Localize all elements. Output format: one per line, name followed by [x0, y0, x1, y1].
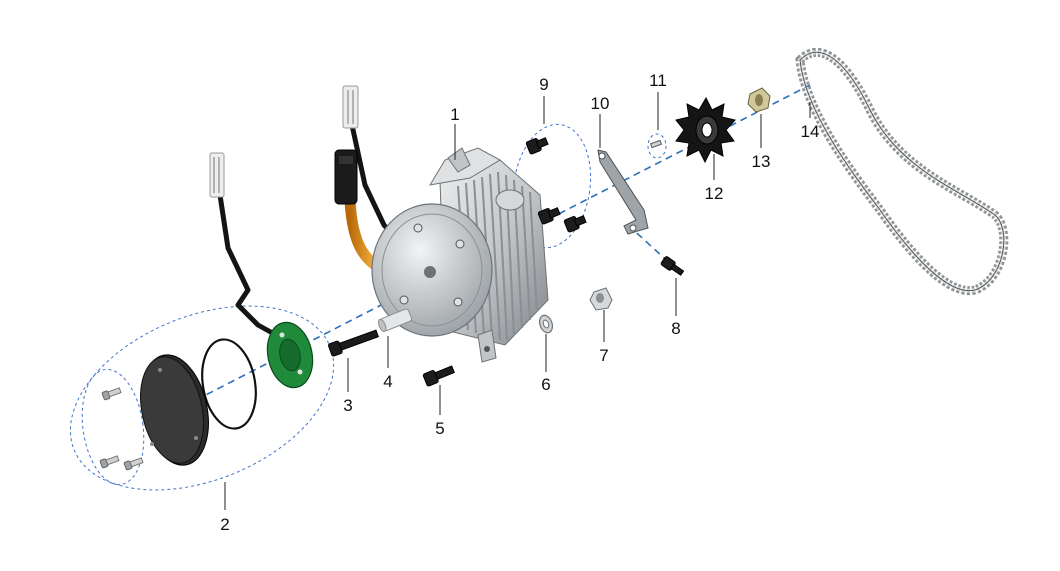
- callout-13: 13: [752, 152, 771, 171]
- screws-group-ring: [81, 368, 145, 486]
- sprocket-nut: [747, 87, 771, 113]
- end-cover-plate: [140, 354, 209, 466]
- drive-chain: [795, 47, 1009, 296]
- bracket-bolts: [525, 137, 587, 233]
- spacer-sleeve: [377, 308, 413, 333]
- bolt-5: [422, 365, 455, 387]
- callout-14: 14: [801, 122, 820, 141]
- o-ring-seal: [201, 338, 257, 430]
- drive-sprocket: [675, 96, 736, 164]
- bracket-screw: [660, 256, 685, 276]
- callout-12: 12: [705, 184, 724, 203]
- nut: [589, 287, 613, 311]
- callout-6: 6: [541, 375, 550, 394]
- hall-sensor-pcb: [266, 321, 314, 389]
- callout-11: 11: [649, 71, 667, 90]
- leader-lines: [224, 92, 811, 510]
- callout-8: 8: [671, 319, 680, 338]
- long-bolt: [328, 329, 379, 357]
- callout-10: 10: [591, 94, 610, 113]
- key-group-ring: [647, 133, 667, 159]
- callout-2: 2: [220, 515, 229, 534]
- cover-screws: [99, 387, 144, 471]
- callout-7: 7: [599, 346, 608, 365]
- callout-1: 1: [450, 105, 459, 124]
- shaft-key: [649, 139, 663, 149]
- mounting-bracket: [597, 149, 649, 235]
- callout-3: 3: [343, 396, 352, 415]
- motor-body: [371, 147, 549, 363]
- callout-9: 9: [539, 75, 548, 94]
- hall-sensor-cable: [209, 152, 288, 343]
- callout-4: 4: [383, 372, 392, 391]
- callout-5: 5: [435, 419, 444, 438]
